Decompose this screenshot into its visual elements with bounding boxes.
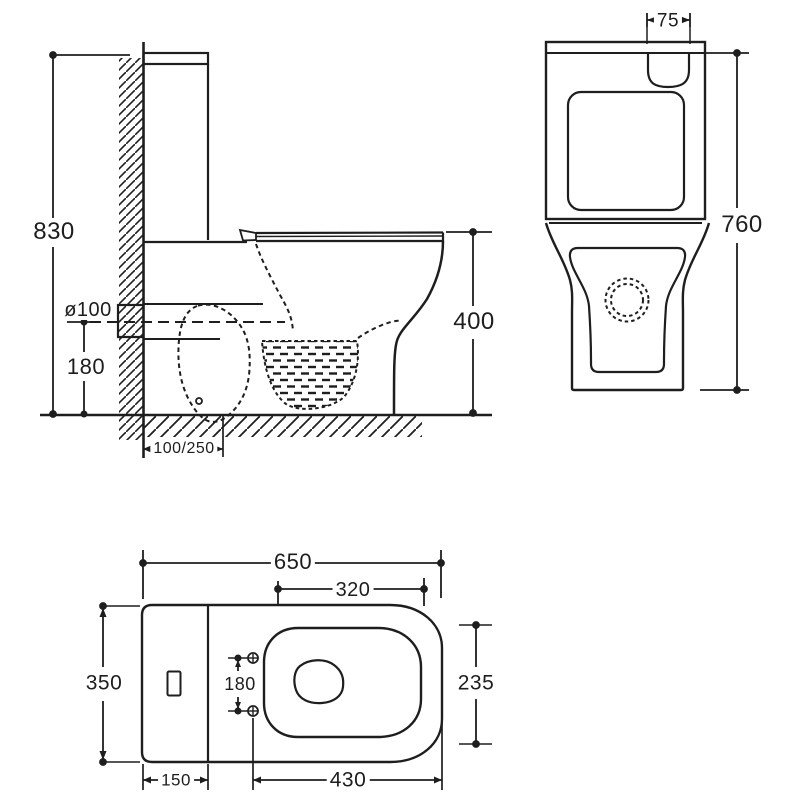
trap-dashed-outline — [177, 243, 402, 423]
side-cistern-outline — [142, 51, 247, 244]
side-dim-outlet-label: ø100 — [61, 300, 115, 320]
plan-seat-outline — [262, 626, 423, 739]
side-dim-830-label: 830 — [30, 220, 78, 244]
trap-drain-dot — [195, 397, 203, 405]
side-dim-180-label: 180 — [63, 356, 109, 378]
plan-dim-650-label: 650 — [270, 551, 316, 573]
dim-180-plan — [234, 654, 242, 715]
flush-button-recess — [646, 53, 691, 89]
dim-760 — [700, 49, 749, 394]
plan-dim-320-label: 320 — [332, 580, 374, 600]
plan-dim-150-label: 150 — [158, 771, 194, 789]
side-dim-setout-label: 100/250 — [150, 441, 218, 457]
side-dim-400-label: 400 — [450, 310, 498, 334]
plan-dim-350-label: 350 — [82, 672, 126, 694]
front-outlet-dashed-circles — [604, 277, 650, 323]
front-dim-760-label: 760 — [718, 213, 766, 237]
front-cistern-outline — [544, 40, 707, 224]
plan-dim-180-label: 180 — [221, 675, 259, 693]
front-dim-75-label: 75 — [653, 11, 683, 31]
side-seat-profile — [238, 228, 445, 243]
front-elevation-view — [544, 13, 749, 394]
dim-400 — [446, 228, 492, 417]
wall-hatch — [119, 42, 145, 458]
dim-350 — [99, 602, 140, 766]
front-pedestal-outline — [544, 222, 711, 392]
plan-view — [99, 550, 492, 790]
plan-body-outline — [140, 603, 444, 764]
dim-830 — [49, 51, 130, 418]
water-area — [260, 340, 359, 410]
dim-235 — [459, 621, 492, 748]
side-elevation-view — [40, 42, 492, 458]
floor-hatch — [40, 413, 492, 437]
plan-bowl-opening — [293, 659, 345, 705]
dim-outlet-height — [67, 318, 101, 418]
plan-dim-235-label: 235 — [454, 672, 498, 694]
plan-dim-430-label: 430 — [326, 769, 370, 791]
side-bowl-outline — [392, 240, 445, 416]
outlet-pipe — [116, 303, 263, 340]
